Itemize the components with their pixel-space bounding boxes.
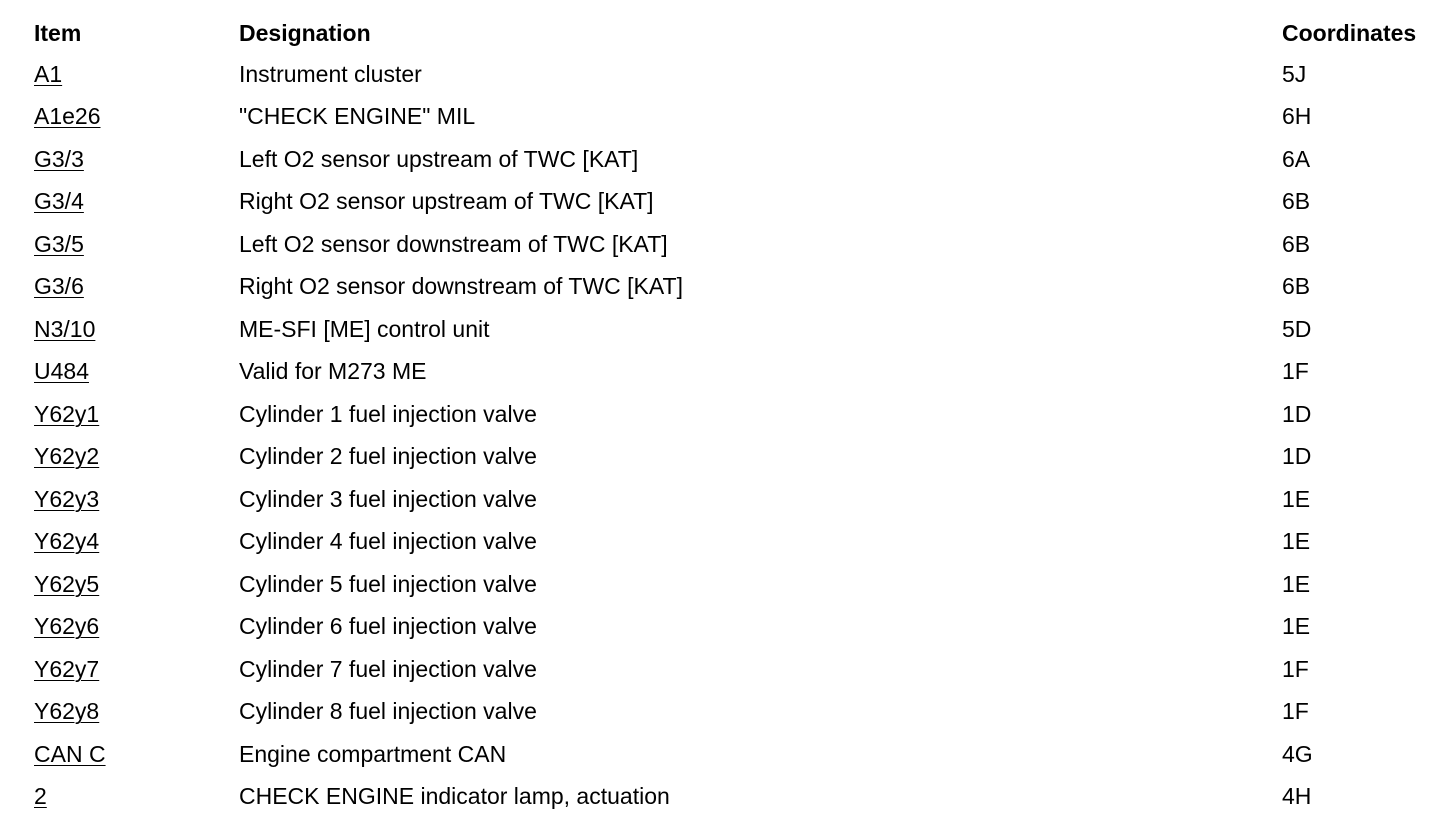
designation-cell: Cylinder 5 fuel injection valve	[239, 570, 537, 597]
component-legend-table: Item Designation Coordinates A1 Instrumen…	[34, 13, 1452, 818]
item-cell: Y62y2	[34, 436, 239, 479]
header-designation: Designation	[239, 19, 371, 46]
coordinates-cell: 6B	[1282, 188, 1311, 215]
header-row: Item Designation Coordinates	[34, 13, 1452, 53]
coordinates-cell: 1F	[1282, 698, 1309, 725]
table-row: 2 CHECK ENGINE indicator lamp, actuation 4…	[34, 776, 1452, 819]
item-cell: G3/3	[34, 138, 239, 181]
designation-cell: Left O2 sensor upstream of TWC [KAT]	[239, 145, 639, 172]
item-cell: G3/5	[34, 223, 239, 266]
item-cell: Y62y5	[34, 563, 239, 606]
table-row: G3/3 Left O2 sensor upstream of TWC [KAT]…	[34, 138, 1452, 181]
item-cell: G3/6	[34, 266, 239, 309]
item-link[interactable]: A1e26	[34, 103, 101, 130]
table-row: G3/4 Right O2 sensor upstream of TWC [KAT…	[34, 181, 1452, 224]
designation-cell: Right O2 sensor upstream of TWC [KAT]	[239, 188, 654, 215]
item-cell: A1	[34, 53, 239, 96]
item-link[interactable]: G3/3	[34, 145, 84, 172]
item-link[interactable]: Y62y7	[34, 655, 100, 682]
coordinates-cell: 6A	[1282, 145, 1311, 172]
item-cell: Y62y8	[34, 691, 239, 734]
item-link[interactable]: Y62y4	[34, 528, 100, 555]
designation-cell: Cylinder 8 fuel injection valve	[239, 698, 537, 725]
coordinates-cell: 1D	[1282, 443, 1312, 470]
coordinates-cell: 1E	[1282, 528, 1311, 555]
item-link[interactable]: Y62y2	[34, 443, 100, 470]
item-cell: U484	[34, 351, 239, 394]
item-cell: Y62y3	[34, 478, 239, 521]
coordinates-cell: 1F	[1282, 655, 1309, 682]
table-row: Y62y8 Cylinder 8 fuel injection valve 1F	[34, 691, 1452, 734]
designation-cell: CHECK ENGINE indicator lamp, actuation	[239, 783, 670, 810]
item-cell: G3/4	[34, 181, 239, 224]
item-link[interactable]: Y62y6	[34, 613, 100, 640]
designation-cell: Left O2 sensor downstream of TWC [KAT]	[239, 230, 668, 257]
table-row: Y62y3 Cylinder 3 fuel injection valve 1E	[34, 478, 1452, 521]
coordinates-cell: 4G	[1282, 740, 1313, 767]
designation-cell: "CHECK ENGINE" MIL	[239, 103, 476, 130]
coordinates-cell: 1E	[1282, 613, 1311, 640]
item-cell: A1e26	[34, 96, 239, 139]
table-row: G3/5 Left O2 sensor downstream of TWC [KA…	[34, 223, 1452, 266]
table-row: CAN C Engine compartment CAN 4G	[34, 733, 1452, 776]
designation-cell: Cylinder 2 fuel injection valve	[239, 443, 537, 470]
header-item: Item	[34, 19, 82, 46]
table-row: A1e26 "CHECK ENGINE" MIL 6H	[34, 96, 1452, 139]
table-row: G3/6 Right O2 sensor downstream of TWC [K…	[34, 266, 1452, 309]
coordinates-cell: 5J	[1282, 60, 1307, 87]
table-row: A1 Instrument cluster 5J	[34, 53, 1452, 96]
item-cell: CAN C	[34, 733, 239, 776]
table-row: Y62y4 Cylinder 4 fuel injection valve 1E	[34, 521, 1452, 564]
item-link[interactable]: A1	[34, 60, 63, 87]
item-link[interactable]: 2	[34, 783, 47, 810]
table-row: N3/10 ME-SFI [ME] control unit 5D	[34, 308, 1452, 351]
coordinates-cell: 1F	[1282, 358, 1309, 385]
coordinates-cell: 1D	[1282, 400, 1312, 427]
designation-cell: Cylinder 4 fuel injection valve	[239, 528, 537, 555]
item-cell: Y62y7	[34, 648, 239, 691]
designation-cell: Right O2 sensor downstream of TWC [KAT]	[239, 273, 683, 300]
coordinates-cell: 6H	[1282, 103, 1312, 130]
header-coordinates: Coordinates	[1282, 19, 1417, 46]
coordinates-cell: 1E	[1282, 570, 1311, 597]
designation-cell: Cylinder 1 fuel injection valve	[239, 400, 537, 427]
item-link[interactable]: CAN C	[34, 740, 106, 767]
item-cell: Y62y4	[34, 521, 239, 564]
designation-cell: Valid for M273 ME	[239, 358, 427, 385]
designation-cell: Cylinder 3 fuel injection valve	[239, 485, 537, 512]
coordinates-cell: 5D	[1282, 315, 1312, 342]
item-link[interactable]: G3/4	[34, 188, 84, 215]
item-cell: N3/10	[34, 308, 239, 351]
item-link[interactable]: Y62y8	[34, 698, 100, 725]
designation-cell: Cylinder 7 fuel injection valve	[239, 655, 537, 682]
coordinates-cell: 4H	[1282, 783, 1312, 810]
item-link[interactable]: U484	[34, 358, 89, 385]
table-header: Item Designation Coordinates	[34, 13, 1452, 53]
table-row: Y62y5 Cylinder 5 fuel injection valve 1E	[34, 563, 1452, 606]
item-link[interactable]: N3/10	[34, 315, 96, 342]
item-link[interactable]: Y62y5	[34, 570, 100, 597]
table-row: Y62y1 Cylinder 1 fuel injection valve 1D	[34, 393, 1452, 436]
item-link[interactable]: Y62y1	[34, 400, 100, 427]
table-row: U484 Valid for M273 ME 1F	[34, 351, 1452, 394]
table-row: Y62y7 Cylinder 7 fuel injection valve 1F	[34, 648, 1452, 691]
coordinates-cell: 6B	[1282, 273, 1311, 300]
item-cell: Y62y1	[34, 393, 239, 436]
coordinates-cell: 6B	[1282, 230, 1311, 257]
table-row: Y62y2 Cylinder 2 fuel injection valve 1D	[34, 436, 1452, 479]
designation-cell: Cylinder 6 fuel injection valve	[239, 613, 537, 640]
item-cell: 2	[34, 776, 239, 819]
item-link[interactable]: G3/5	[34, 230, 84, 257]
table-body: A1 Instrument cluster 5J A1e26 "CHECK ENGINE…	[34, 53, 1452, 818]
coordinates-cell: 1E	[1282, 485, 1311, 512]
table-row: Y62y6 Cylinder 6 fuel injection valve 1E	[34, 606, 1452, 649]
designation-cell: ME-SFI [ME] control unit	[239, 315, 490, 342]
item-link[interactable]: G3/6	[34, 273, 84, 300]
item-link[interactable]: Y62y3	[34, 485, 100, 512]
item-cell: Y62y6	[34, 606, 239, 649]
designation-cell: Instrument cluster	[239, 60, 422, 87]
designation-cell: Engine compartment CAN	[239, 740, 507, 767]
